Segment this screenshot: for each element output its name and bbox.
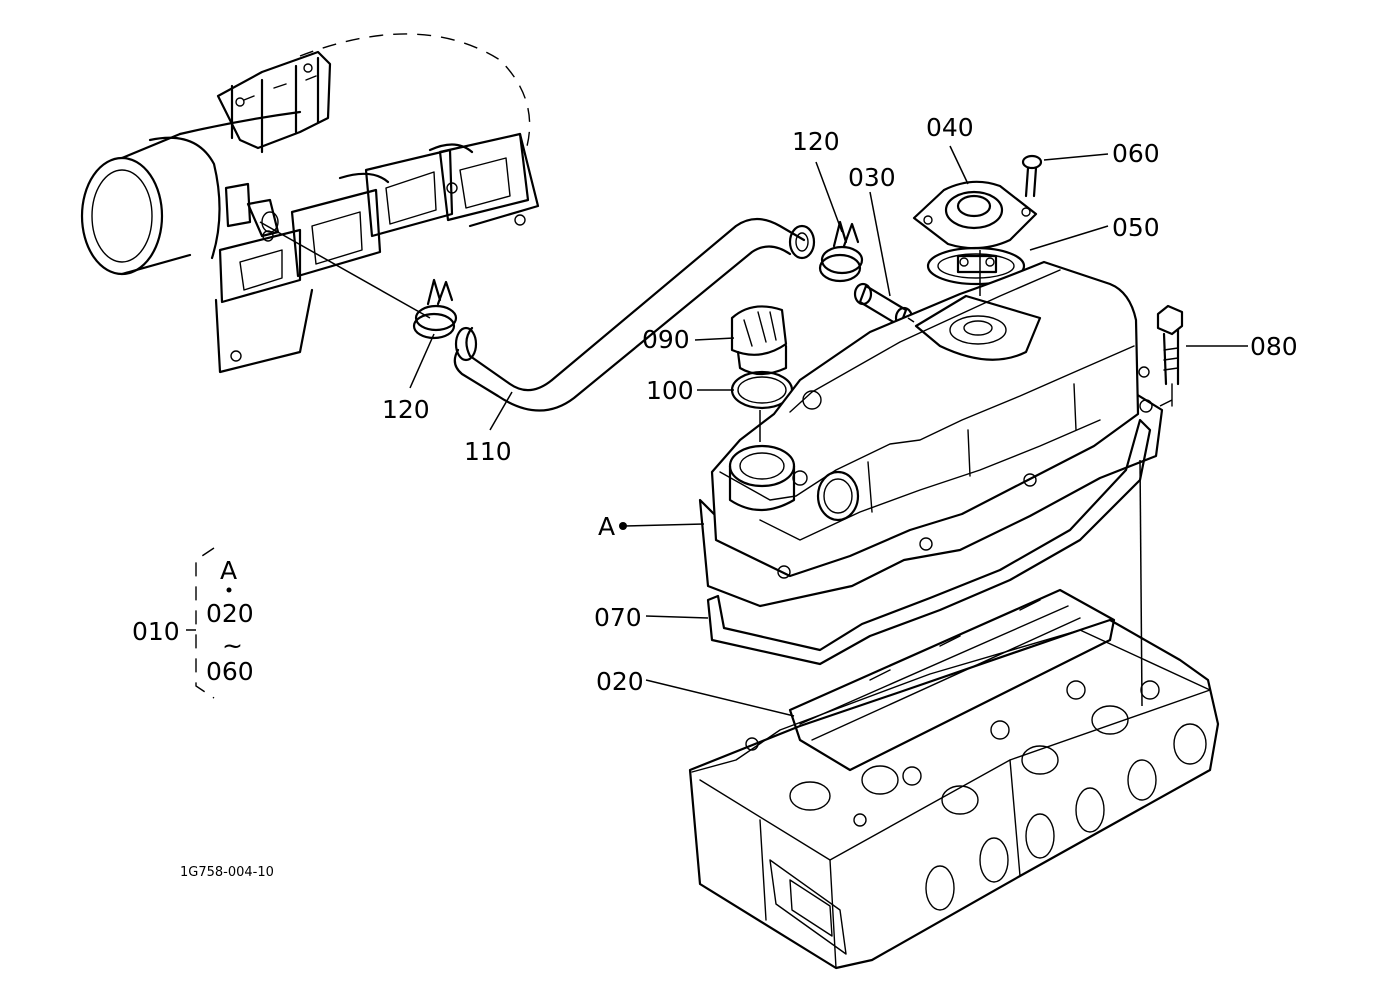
head-cover-gasket bbox=[706, 418, 1152, 666]
cylinder-head bbox=[688, 588, 1220, 970]
callout-010: 010 bbox=[132, 617, 180, 646]
oil-filler-cap bbox=[730, 305, 788, 376]
callout-030: 030 bbox=[848, 163, 896, 192]
callout-100: 100 bbox=[646, 376, 694, 405]
head-cover-bolt bbox=[1156, 304, 1184, 407]
callout-070: 070 bbox=[594, 603, 642, 632]
drawing-reference: 1G758-004-10 bbox=[180, 865, 274, 880]
callout-110: 110 bbox=[464, 437, 512, 466]
assembly-key-from: 020 bbox=[206, 599, 254, 628]
assembly-key-tilde: ~ bbox=[222, 631, 243, 660]
breather-cover bbox=[912, 180, 1038, 250]
guide-lines bbox=[259, 221, 1173, 707]
assembly-key-ref: A bbox=[220, 556, 237, 585]
hose-clamp-left bbox=[412, 278, 458, 340]
cylinder-head-cover bbox=[698, 260, 1164, 608]
callout-040: 040 bbox=[926, 113, 974, 142]
leader-lines bbox=[409, 145, 1248, 717]
assembly-key: 010 A 020 ~ 060 bbox=[132, 547, 254, 699]
callout-060: 060 bbox=[1112, 139, 1160, 168]
callout-090: 090 bbox=[642, 325, 690, 354]
breather-diaphragm bbox=[926, 246, 1026, 286]
intake-manifold bbox=[80, 33, 540, 374]
callout-120-right: 120 bbox=[792, 127, 840, 156]
breather-hose bbox=[453, 217, 816, 412]
hose-clamp-right bbox=[818, 220, 864, 283]
assembly-key-to: 060 bbox=[206, 657, 254, 686]
cover-screw bbox=[1021, 154, 1043, 198]
callout-020: 020 bbox=[596, 667, 644, 696]
callout-120-left: 120 bbox=[382, 395, 430, 424]
assembly-key-dot bbox=[226, 587, 232, 593]
leader-dot-a bbox=[619, 522, 627, 530]
callout-050: 050 bbox=[1112, 213, 1160, 242]
callout-a: A bbox=[598, 512, 615, 541]
callout-080: 080 bbox=[1250, 332, 1298, 361]
